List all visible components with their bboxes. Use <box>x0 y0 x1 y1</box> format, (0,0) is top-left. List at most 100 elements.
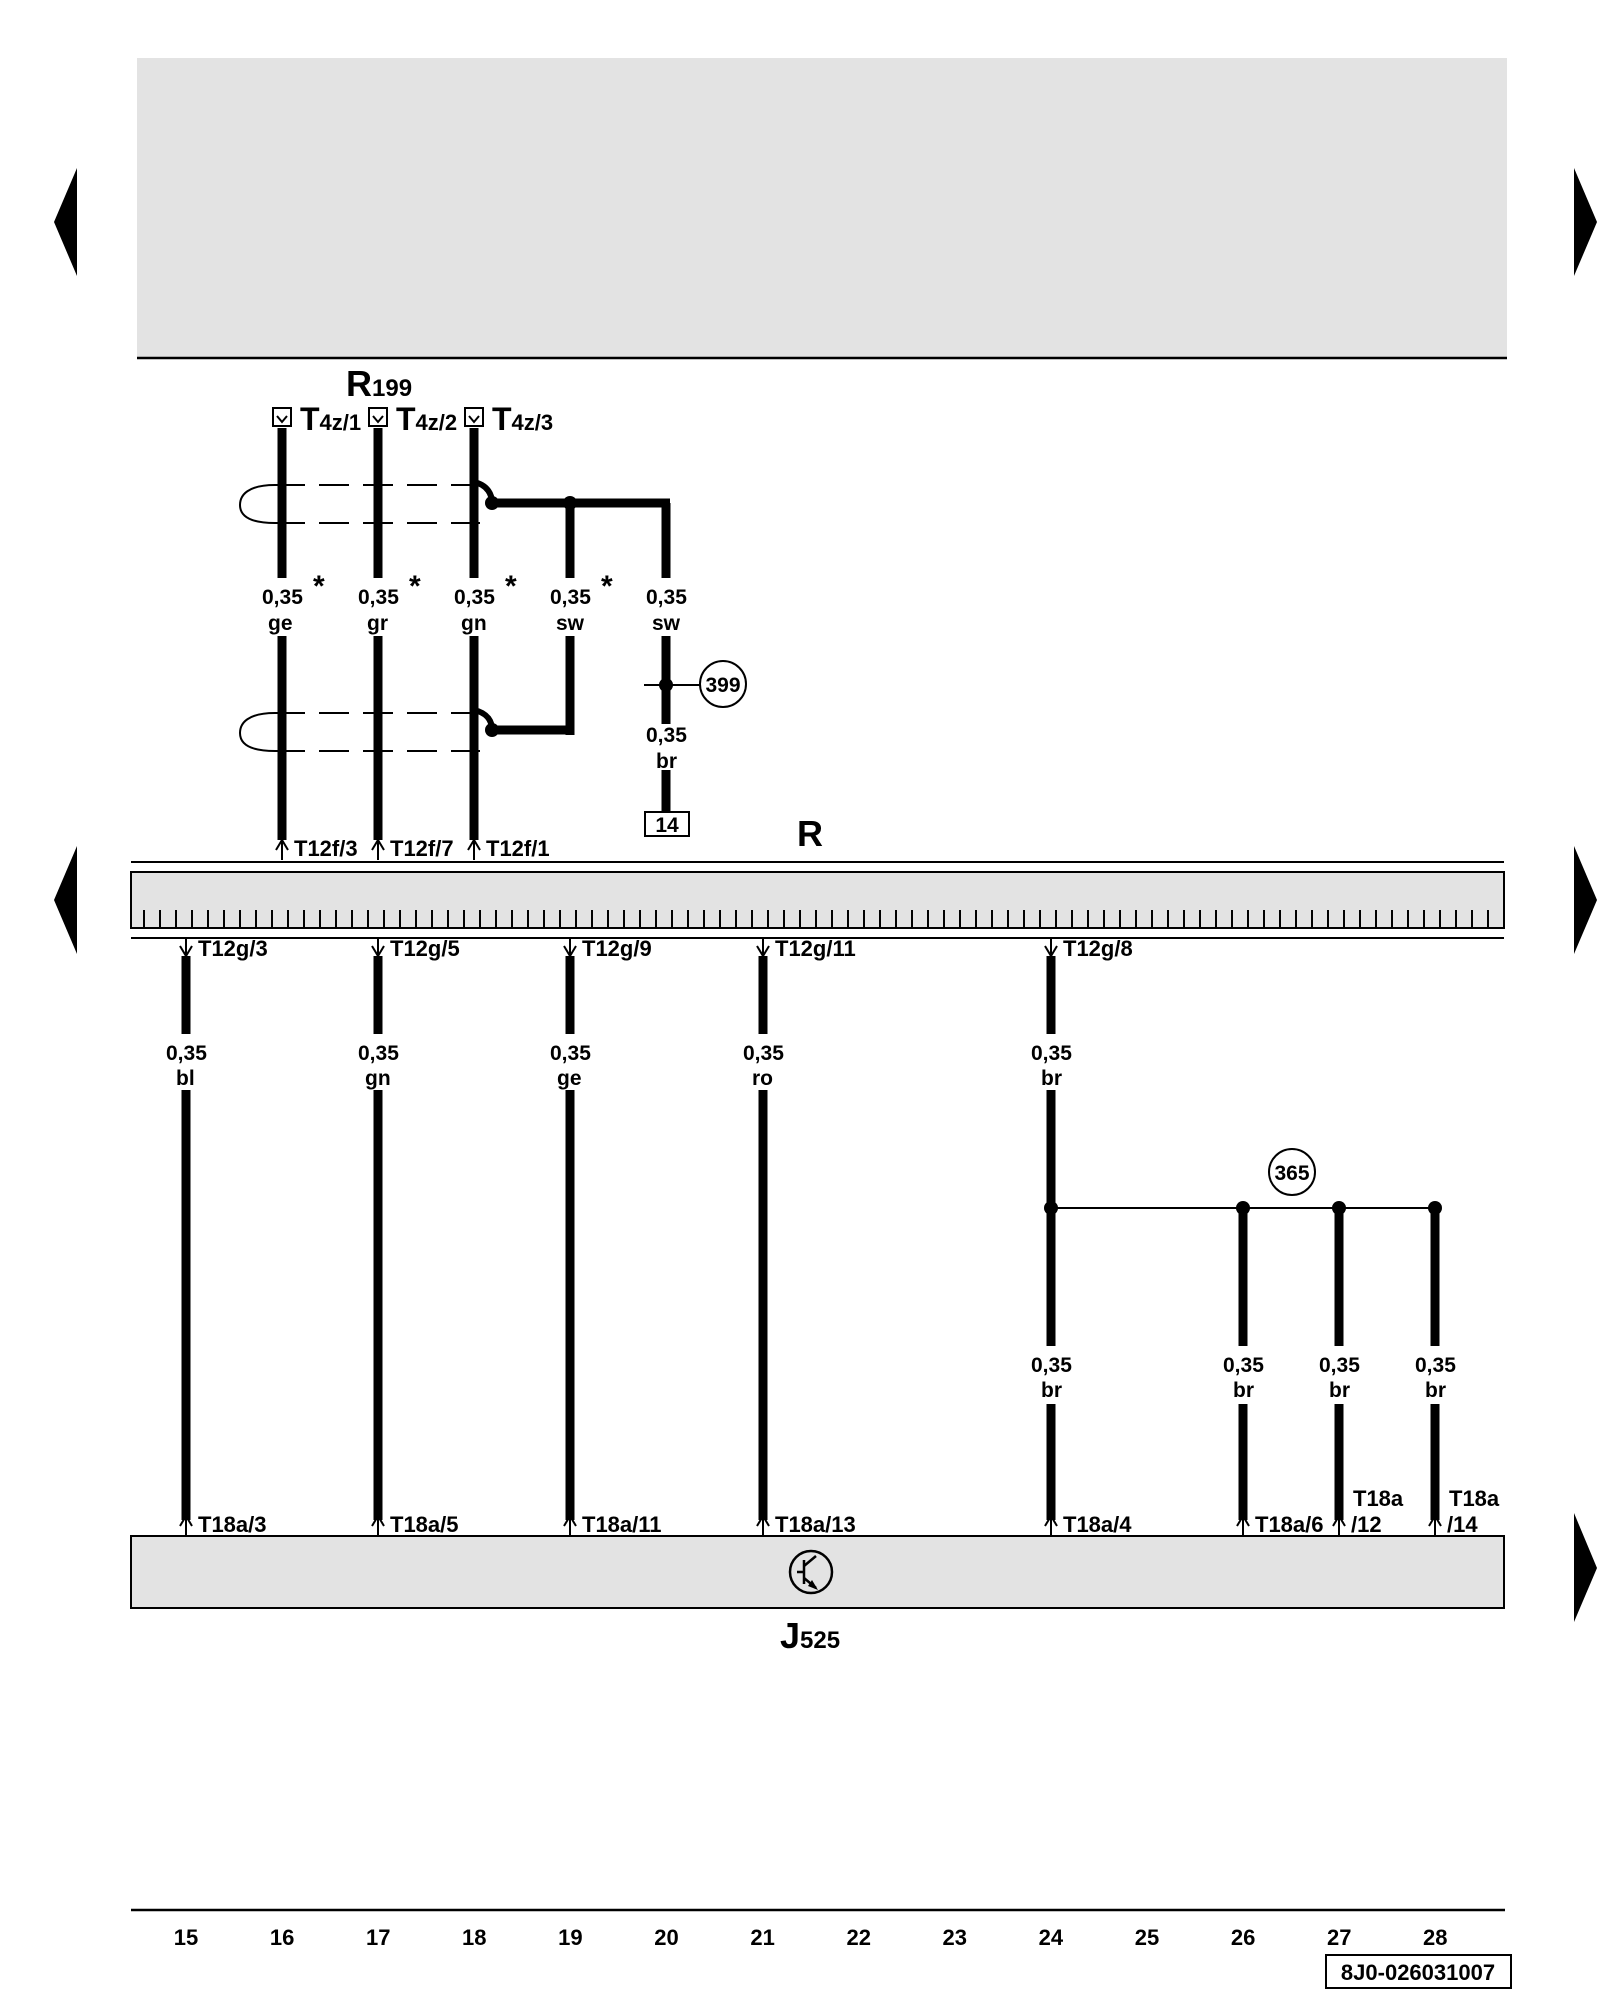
footer-code-frame <box>1325 1954 1512 1989</box>
wire-color: ro <box>752 1067 773 1090</box>
svg-text:/12: /12 <box>1351 1512 1382 1537</box>
r199-label: R199 <box>346 363 412 404</box>
svg-text:T18a: T18a <box>1449 1486 1500 1511</box>
r-bottom-pin[interactable]: T12g/11 <box>756 936 856 961</box>
connector-contact-icon <box>464 407 484 427</box>
wire-color: ge <box>268 612 293 635</box>
wire-star: * <box>313 570 325 603</box>
j525-pin[interactable]: T18a/4 <box>1044 1512 1132 1537</box>
next-page-arrow-top[interactable] <box>1574 168 1597 276</box>
column-number: 19 <box>558 1925 582 1950</box>
svg-text:/14: /14 <box>1447 1512 1478 1537</box>
wire-size: 0,35 <box>1031 1042 1072 1065</box>
shield-junction <box>485 723 499 737</box>
r199-pin-1[interactable]: T4z/1 <box>272 401 361 437</box>
column-number: 25 <box>1135 1925 1159 1950</box>
column-number: 17 <box>366 1925 390 1950</box>
wire-size: 0,35 <box>550 1042 591 1065</box>
r199-pin-2[interactable]: T4z/2 <box>368 401 457 437</box>
lower-wire-labels: 0,35 bl 0,35 gn 0,35 ge 0,35 ro 0,35 br … <box>166 1042 1456 1402</box>
svg-text:T18a/4: T18a/4 <box>1063 1512 1132 1537</box>
prev-page-arrow-middle[interactable] <box>54 846 77 954</box>
wire-color: gr <box>367 612 388 635</box>
r-bottom-pin[interactable]: T12g/8 <box>1044 936 1133 961</box>
wire-star: * <box>409 570 421 603</box>
r-top-pin[interactable]: T12f/1 <box>467 836 550 861</box>
j525-component[interactable] <box>130 1535 1505 1609</box>
wire-size: 0,35 <box>166 1042 207 1065</box>
ground-point-365[interactable]: 365 <box>1268 1148 1316 1196</box>
j525-pin[interactable]: T18a/6 <box>1236 1512 1324 1537</box>
wire-color: gn <box>461 612 487 635</box>
wire-color: sw <box>556 612 585 635</box>
wire-color: br <box>1329 1379 1350 1402</box>
column-number: 26 <box>1231 1925 1255 1950</box>
svg-text:T18a/13: T18a/13 <box>775 1512 856 1537</box>
svg-text:T12f/1: T12f/1 <box>486 836 550 861</box>
svg-text:T12g/9: T12g/9 <box>582 936 652 961</box>
wire-star: * <box>505 570 517 603</box>
footer-code: 8J0-026031007 <box>1341 1960 1495 1985</box>
j525-pin[interactable]: T18a/5 <box>371 1512 459 1537</box>
svg-text:T18a/11: T18a/11 <box>582 1512 662 1537</box>
j525-pin[interactable]: T18a /14 <box>1428 1486 1500 1537</box>
wire-color: gn <box>365 1067 391 1090</box>
column-number: 16 <box>270 1925 294 1950</box>
next-page-arrow-bottom[interactable] <box>1574 1513 1597 1622</box>
column-number: 22 <box>846 1925 870 1950</box>
wire-star: * <box>601 570 613 603</box>
contact-notch-icon <box>372 415 384 424</box>
j525-pin[interactable]: T18a/13 <box>756 1512 856 1537</box>
column-number: 20 <box>654 1925 678 1950</box>
cable-shield-top <box>238 484 480 524</box>
j525-pins: T18a/3 T18a/5 T18a/11 T18a/13 T18a/4 T18… <box>179 1486 1500 1537</box>
svg-text:T4z/3: T4z/3 <box>492 401 553 437</box>
transistor-symbol-icon <box>788 1549 834 1595</box>
r-body-ticks <box>143 910 1489 928</box>
column-number: 23 <box>943 1925 967 1950</box>
wire-size: 0,35 <box>262 586 303 609</box>
j525-pin[interactable]: T18a/11 <box>563 1512 662 1537</box>
j525-pin[interactable]: T18a/3 <box>179 1512 267 1537</box>
svg-text:T4z/2: T4z/2 <box>396 401 457 437</box>
column-number: 18 <box>462 1925 486 1950</box>
r-bottom-pin[interactable]: T12g/3 <box>179 936 268 961</box>
cable-shield-bottom <box>238 712 480 752</box>
svg-text:14: 14 <box>655 814 679 837</box>
column-number: 28 <box>1423 1925 1447 1950</box>
wire-size: 0,35 <box>358 1042 399 1065</box>
ref-box-14[interactable]: 14 <box>644 811 690 837</box>
j525-pin[interactable]: T18a /12 <box>1332 1486 1404 1537</box>
wire-color: br <box>656 750 677 773</box>
ground-junction <box>1044 1201 1058 1215</box>
svg-text:T12g/11: T12g/11 <box>775 936 856 961</box>
wire-size: 0,35 <box>1031 1354 1072 1377</box>
wire-size: 0,35 <box>743 1042 784 1065</box>
svg-text:T18a: T18a <box>1353 1486 1404 1511</box>
r-top-pin[interactable]: T12f/7 <box>371 836 454 861</box>
connector-contact-icon <box>272 407 292 427</box>
prev-page-arrow-top[interactable] <box>54 168 77 276</box>
top-blank-panel <box>137 58 1507 358</box>
ref-box <box>644 811 690 837</box>
ground-point-399[interactable]: 399 <box>699 660 747 708</box>
column-number: 15 <box>174 1925 198 1950</box>
column-number: 24 <box>1039 1925 1064 1950</box>
wire-color: sw <box>652 612 681 635</box>
wire-size: 0,35 <box>550 586 591 609</box>
r199-pin-3[interactable]: T4z/3 <box>464 401 553 437</box>
svg-text:T12f/7: T12f/7 <box>390 836 454 861</box>
r-bottom-pin[interactable]: T12g/9 <box>563 936 652 961</box>
svg-text:T4z/1: T4z/1 <box>300 401 361 437</box>
r-top-pin[interactable]: T12f/3 <box>275 836 358 861</box>
next-page-arrow-middle[interactable] <box>1574 846 1597 954</box>
ground-ref-circle <box>1268 1148 1316 1196</box>
lower-wires <box>181 956 1440 1520</box>
r-label: R <box>797 813 823 854</box>
ground-junction <box>1332 1201 1346 1215</box>
wire-size: 0,35 <box>646 724 687 747</box>
wire-size: 0,35 <box>1223 1354 1264 1377</box>
radio-r-component[interactable] <box>130 861 1505 939</box>
r-bottom-pin[interactable]: T12g/5 <box>371 936 460 961</box>
connector-contact-icon <box>368 407 388 427</box>
